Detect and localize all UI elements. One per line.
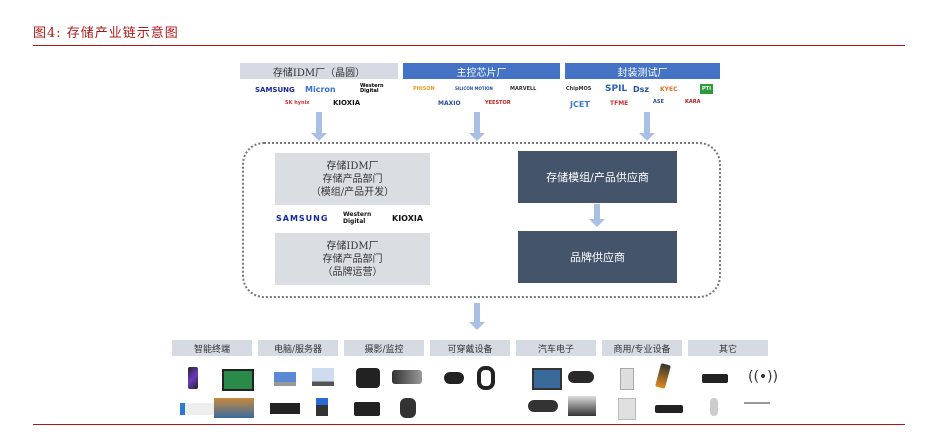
kioxia-logo: KIOXIA <box>333 99 361 107</box>
server-icon <box>270 403 300 414</box>
dsz-logo: Dsz <box>633 85 650 94</box>
arrow-down-icon <box>469 112 485 141</box>
projector-icon <box>354 402 380 416</box>
idm-brand-line1: 存储IDM厂 <box>326 240 379 252</box>
pos-terminal-icon <box>655 363 671 389</box>
robot-icon <box>710 398 718 416</box>
maxio-logo: MAXIO <box>438 100 461 107</box>
sk-hynix-logo: SK hynix <box>285 100 310 106</box>
category-camera-surveillance: 摄影/监控 <box>344 340 424 356</box>
arrow-down-icon <box>469 303 485 330</box>
idm-dev-line2: 存储产品部门 <box>322 173 383 185</box>
antenna-icon: ((•)) <box>748 369 779 385</box>
kyec-logo: KYEC <box>660 86 678 93</box>
header-controller: 主控芯片厂 <box>403 63 560 79</box>
marvell-logo: MARVELL <box>510 86 537 92</box>
jcet-logo: JCET <box>570 100 590 109</box>
chipmos-logo: ChipMOS <box>566 86 592 92</box>
idm-brand-line2: 存储产品部门 <box>322 253 383 265</box>
category-pc-server: 电脑/服务器 <box>258 340 338 356</box>
vr-headset-icon <box>444 372 464 384</box>
printer-icon <box>620 368 634 390</box>
camera-icon <box>356 368 380 388</box>
brand-supplier-box: 品牌供应商 <box>518 231 677 283</box>
pti-logo: PTI <box>700 84 713 94</box>
smartphone-icon <box>188 367 198 389</box>
arrow-down-icon <box>311 112 327 141</box>
kara-logo: KARA <box>685 99 701 105</box>
western-digital-logo: Western Digital <box>360 83 384 94</box>
midstream-container <box>242 142 721 298</box>
idm-brand-box: 存储IDM厂 存储产品部门 （品牌运营） <box>275 233 430 285</box>
category-automotive: 汽车电子 <box>516 340 596 356</box>
idm-dev-box: 存储IDM厂 存储产品部门 （模组/产品开发） <box>275 153 430 205</box>
rearview-mirror-icon <box>528 400 558 412</box>
set-top-box-icon <box>655 405 683 413</box>
category-wearables: 可穿戴设备 <box>430 340 510 356</box>
category-other: 其它 <box>688 340 768 356</box>
header-idm-wafer: 存储IDM厂（晶圆） <box>240 63 398 79</box>
cctv-icon <box>392 370 422 384</box>
spil-logo: SPIL <box>605 84 628 94</box>
arrow-down-icon <box>589 204 605 227</box>
dashcam-icon <box>568 371 594 383</box>
phison-logo: PHISON <box>413 86 435 92</box>
bottom-divider <box>33 424 905 425</box>
samsung-logo: SAMSUNG <box>276 214 329 223</box>
western-digital-logo: Western Digital <box>343 211 372 225</box>
micron-logo: Micron <box>305 85 336 94</box>
desktop-icon <box>312 368 334 386</box>
idm-dev-line3: （模组/产品开发） <box>310 186 395 198</box>
category-smart-terminal: 智能终端 <box>172 340 252 356</box>
smart-screen-icon <box>214 398 254 418</box>
module-supplier-box: 存储模组/产品供应商 <box>518 151 677 203</box>
title-divider <box>33 45 905 46</box>
laptop-icon <box>274 372 296 386</box>
figure-title: 图4: 存储产业链示意图 <box>33 26 179 41</box>
car-display-icon <box>532 368 562 390</box>
tablet-icon <box>222 369 254 391</box>
category-commercial: 商用/专业设备 <box>602 340 682 356</box>
drone-icon <box>744 402 770 412</box>
silicon-motion-logo: SILICON MOTION <box>455 86 493 91</box>
kioxia-logo: KIOXIA <box>392 214 424 223</box>
router-icon <box>702 374 728 383</box>
idm-brand-line3: （品牌运营） <box>322 266 383 278</box>
workstation-icon <box>316 398 328 416</box>
yeestor-logo: YEESTOR <box>485 100 511 106</box>
header-packaging: 封装测试厂 <box>565 63 720 79</box>
ase-logo: ASE <box>653 99 664 105</box>
samsung-logo: SAMSUNG <box>255 86 295 94</box>
camcorder-icon <box>400 398 416 418</box>
car-dashboard-icon <box>568 396 596 416</box>
robot-arm-icon <box>618 398 636 420</box>
tfme-logo: TFME <box>610 100 629 107</box>
smartwatch-icon <box>477 366 495 390</box>
idm-dev-line1: 存储IDM厂 <box>326 160 379 172</box>
arrow-down-icon <box>639 112 655 141</box>
